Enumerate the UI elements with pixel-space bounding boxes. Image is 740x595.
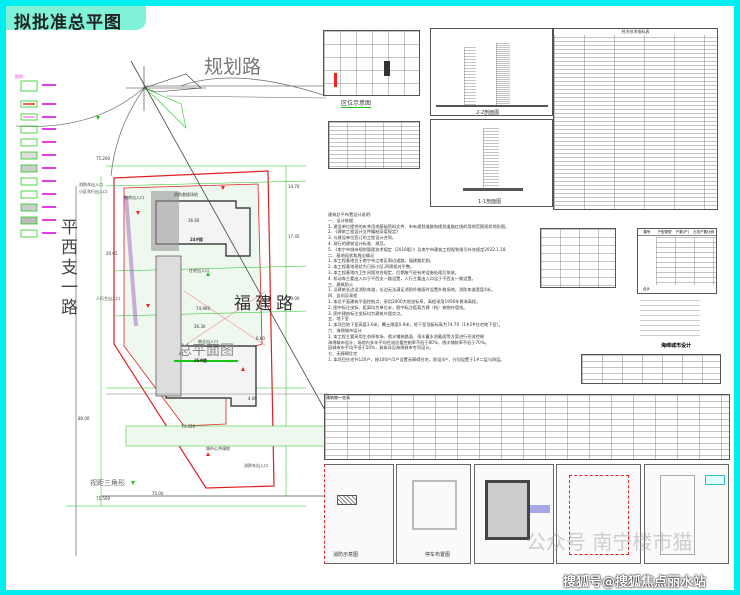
building-24 <box>155 200 251 257</box>
dimension: 17.45 <box>288 234 300 239</box>
faint-watermark: 公众号 南宁楼市猫 <box>526 530 693 554</box>
sight-triangle-label: 视距三角形 <box>90 479 125 487</box>
plan-label: 商业出入口 <box>198 339 218 344</box>
plan-label: 24#楼 <box>190 237 203 242</box>
watermark: 搜狐号@搜狐焦点丽水站 <box>563 575 707 590</box>
notes-line: 2. 图中标注坐标、距离均为单位米，图中标注距离为建（构）筑物外墙线。 <box>328 304 468 310</box>
notes-line: 二、基地现状和周边情况 <box>328 252 375 258</box>
column-header: 楼号 <box>643 230 651 234</box>
notes-line: 因城市年平均不低于50%，具体详见海绵城市专项设计。 <box>328 345 434 351</box>
road-label-west: 平西支一路 <box>61 218 78 318</box>
notes-line: 3. 与建设单位签订的工程设计合同。 <box>328 235 397 241</box>
plan-title: 总平面图 <box>174 340 238 362</box>
notes-line: 海绵城市设计，场地内多年平均径流总量控制率不低于80%，透水铺装率不低于70%。 <box>328 339 489 345</box>
thumbnail-parking: 停车布置图 <box>396 464 471 564</box>
notes-line: 2. 本工程基地现状为已拆小区,四周相对平整。 <box>328 264 415 270</box>
plan-label: 消防车出入口 <box>79 182 103 187</box>
notes-line: 1. 本项目住宅共120户，按100户/2户设置无障碍住宅，即设4户，分别设置于… <box>328 356 505 362</box>
area-table <box>328 121 420 169</box>
thumbnail-caption: 消防示意图 <box>333 552 359 558</box>
thumbnail-5 <box>644 464 729 564</box>
dimension: 14.70 <box>288 184 300 189</box>
notes-line: 5. 《南宁市城市规划管理技术规定（2016版）》及南宁市建筑工程规划指引补充规… <box>328 246 506 252</box>
notes-line: 六、海绵城市设计 <box>328 327 362 333</box>
road-edge-north <box>15 85 326 127</box>
table-title: 经济技术指标表 <box>554 29 717 35</box>
total-label: 合计 <box>643 287 650 291</box>
plan-label: 地库出入口 <box>124 195 144 200</box>
thumbnail-3 <box>474 464 554 564</box>
plan-label: 消防救援场地 <box>174 192 198 197</box>
notes-line: 1. 沿建筑长边设消防车道，长边无法满足消防扑救面时设置扑救场地，消防车道宽度4… <box>328 287 496 293</box>
dimension: 26.30 <box>194 324 206 329</box>
building-table: 建筑物一览表 <box>324 394 730 460</box>
road-label-north: 规划路 <box>204 56 262 78</box>
notes-line: 四、竖向及高程 <box>328 293 358 299</box>
notes-line: 1. 本工程基地位于南宁市江南区周边道路，福建路北侧。 <box>328 258 434 264</box>
notes-line: 1. 本工程主要采用生态停车场、透水铺装路面、雨水蓄水池截面等方案进行径流控制 <box>328 333 485 339</box>
section-2-2: 2-2剖面图 <box>430 28 553 116</box>
notes-line: 1. 本总平面建筑平面控制点，采用2000大地坐标系，高程采用1956年黄海高程… <box>328 298 481 304</box>
notes-line: 1. 建设单位提供的有关用地基础资料文件、市有规划道路和规划道路红线的用地范围现… <box>328 223 510 229</box>
notes-line: 4. 机动车主要出入口于平西支一路设置，人行主要出入口设于平西支一路设置。 <box>328 275 476 281</box>
notes-line: 2. 《建筑工程设计文件编制深度规定》 <box>328 229 401 235</box>
column-header: 占总户数比例 <box>693 230 715 234</box>
economic-indicators-table: 经济技术指标表 <box>553 28 718 210</box>
section-1-1: 1-1剖面图 <box>430 119 553 207</box>
dimension: 80.00 <box>78 416 90 421</box>
dimension: 20.65 <box>106 251 118 256</box>
notes-line: 七、无障碍住宅 <box>328 351 358 357</box>
section-caption: 1-1剖面图 <box>478 199 502 205</box>
location-map <box>323 30 420 96</box>
dimension: 29.00 <box>288 296 300 301</box>
dimension: 75.00 <box>152 491 164 496</box>
drawing-sheet: 拟批准总平图 图例: 规划路 平西支一路 福建路 视距三角形 总平面图 消防车出… <box>6 6 734 590</box>
thumbnail-4 <box>556 464 641 564</box>
dimension: 6.00 <box>256 336 265 341</box>
column-header: 户型类型 <box>657 230 672 234</box>
legend-title: 图例: <box>15 74 25 79</box>
wind-rose-icon <box>126 66 206 129</box>
section-caption: 2-2剖面图 <box>476 110 500 116</box>
plan-label: 住宅出入口 <box>189 268 209 273</box>
sight-line <box>130 60 331 422</box>
notes-line: 三、建筑防火 <box>328 281 354 287</box>
site-plan <box>15 60 331 556</box>
notes-line: 1. 本项目地下室高度3.6米，覆土厚度0.9米，地下室顶板标高为74.70（1… <box>328 322 503 328</box>
notes-line: 五、地下室 <box>328 316 349 322</box>
road-label-south: 福建路 <box>234 294 297 314</box>
unit-table: 楼号 户型类型 户数(户) 占总户数比例 合计 <box>637 228 717 294</box>
notes-line: 3. 图中建筑标注坐标均为建筑外墙交点。 <box>328 310 405 316</box>
thumbnail-caption: 停车布置图 <box>425 552 451 558</box>
plan-label: 26#楼 <box>194 358 207 363</box>
location-map-caption: 区位示意图 <box>341 100 372 108</box>
notes-line: 一、设计依据 <box>328 217 354 223</box>
notes-title: 建筑总平布置设计说明: <box>328 212 372 217</box>
sponge-table <box>581 354 721 384</box>
elevation: 74.650 <box>181 424 195 429</box>
parking-table <box>540 228 616 288</box>
dimension: 36.60 <box>188 218 200 223</box>
elevation: 75.500 <box>96 496 110 501</box>
thumbnail-fire: 消防示意图 <box>324 464 394 564</box>
page-title: 拟批准总平图 <box>6 6 146 33</box>
legend <box>20 80 38 238</box>
table-title: 建筑物一览表 <box>326 395 350 401</box>
plan-label: 消防车出入口 <box>244 463 268 468</box>
plan-label: 城市公共绿地 <box>206 446 230 451</box>
notes-line: 3. 本工程基地内卫生间距符合规定，后期废气经有关设施处理后排放。 <box>328 269 459 275</box>
design-notes: 建筑总平布置设计说明: 一、设计依据 1. 建设单位提供的有关用地基础资料文件、… <box>328 212 536 363</box>
plan-label: 小区车行出入口 <box>79 189 107 194</box>
column-header: 户数(户) <box>675 230 689 234</box>
notes-line: 4. 现行的建筑设计标准、规范。 <box>328 240 388 246</box>
elevation: 75.200 <box>96 156 110 161</box>
project-info <box>640 300 700 340</box>
dimension: 4.00 <box>248 396 257 401</box>
plan-label: 人行主出入口 <box>96 296 120 301</box>
elevation: 74.900 <box>196 306 210 311</box>
sponge-title: 海绵城市设计 <box>661 343 692 349</box>
